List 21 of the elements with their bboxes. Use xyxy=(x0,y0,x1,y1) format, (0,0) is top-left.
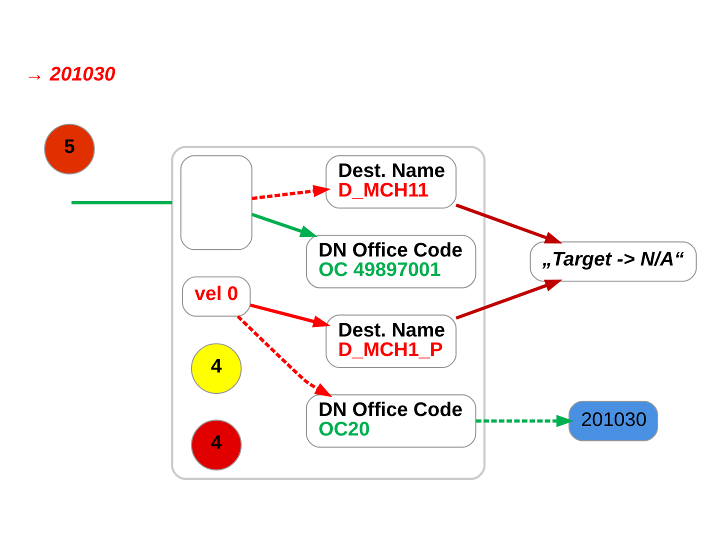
node-box xyxy=(180,154,252,250)
arrow xyxy=(476,414,574,427)
label: → 201030 xyxy=(24,63,116,86)
node-box: DN Office Code OC 49897001 xyxy=(306,234,476,288)
node-box: Dest. Name D_MCH1_P xyxy=(326,314,457,368)
arrow xyxy=(252,184,331,200)
arrow xyxy=(236,314,332,397)
connector xyxy=(72,200,172,204)
node-circle: 5 xyxy=(44,123,95,174)
node-circle: 4 xyxy=(190,419,242,470)
node-box: 201030 xyxy=(568,400,658,441)
node-box: „Target -> N/A“ xyxy=(530,240,697,282)
arrow xyxy=(250,302,331,327)
arrow xyxy=(251,212,318,237)
node-box: Dest. Name D_MCH11 xyxy=(326,154,457,208)
node-box: vel 0 xyxy=(182,276,251,316)
node-circle: 4 xyxy=(190,342,242,394)
arrow xyxy=(456,202,562,244)
node-box: DN Office Code OC20 xyxy=(306,394,476,448)
arrow xyxy=(456,279,562,320)
cluster xyxy=(171,145,486,480)
